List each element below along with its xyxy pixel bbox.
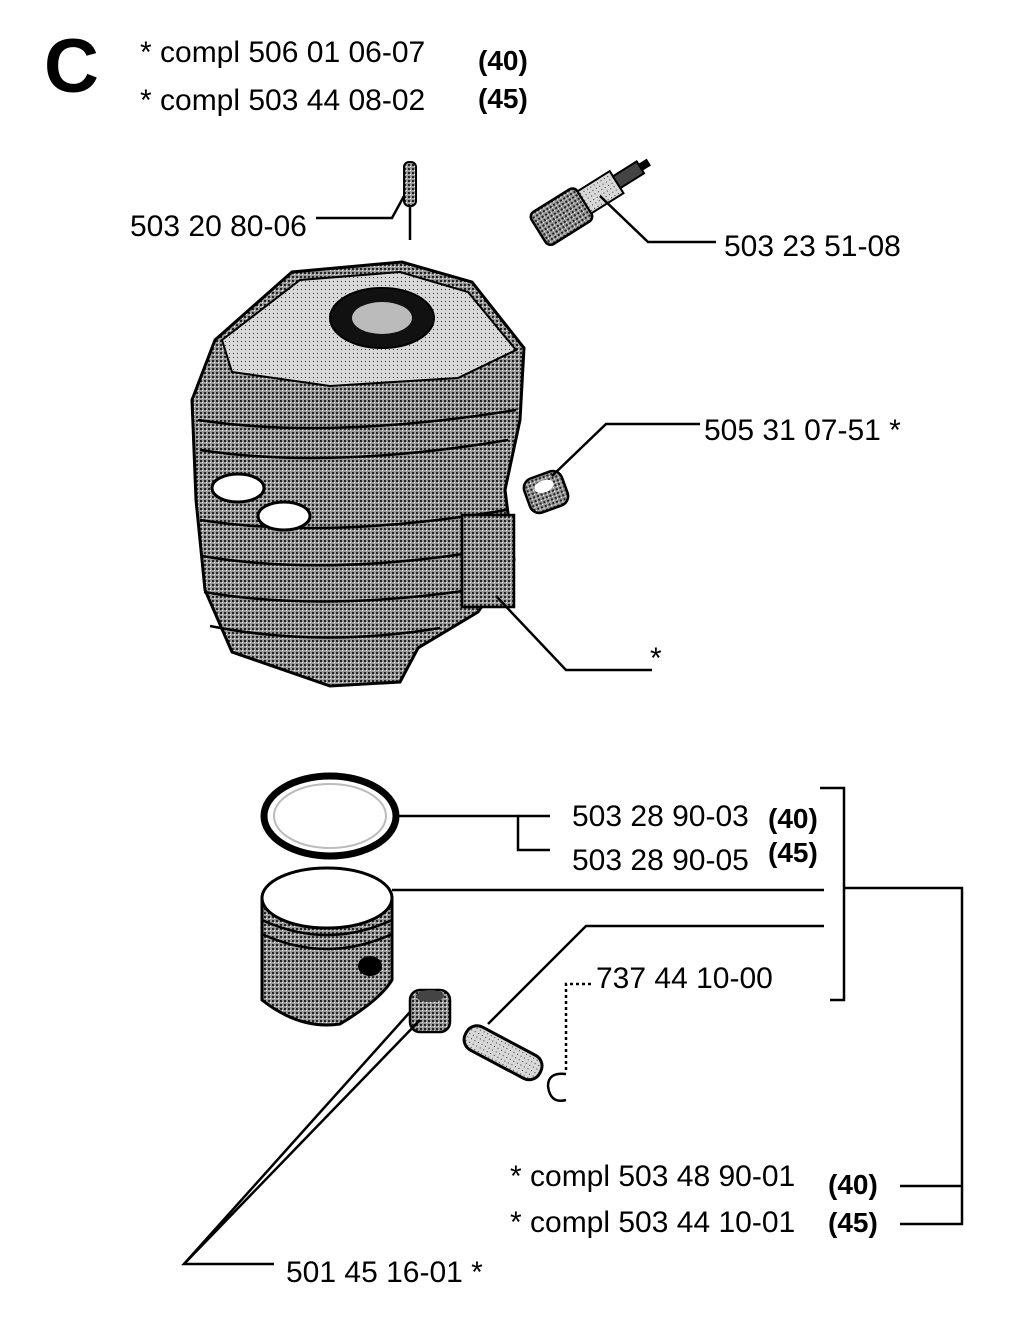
header-kit-40-label: * compl 506 01 06-07 xyxy=(140,36,425,69)
ring-variant-45: (45) xyxy=(768,837,818,868)
spark-plug-part xyxy=(529,158,716,247)
circlip-part-number: 737 44 10-00 xyxy=(596,962,773,995)
gudgeon-pin xyxy=(462,924,824,1082)
ring-leader xyxy=(396,814,550,852)
ring-part-40: 503 28 90-03 xyxy=(572,800,749,833)
ring-part-45: 503 28 90-05 xyxy=(572,844,749,877)
gasket-leader xyxy=(495,595,652,672)
bearing-leader xyxy=(181,1019,421,1266)
piston-kit-45-label: * compl 503 44 10-01 xyxy=(510,1206,795,1239)
cylinder-pin-part xyxy=(316,161,417,240)
piston-bracket xyxy=(820,786,846,1002)
ring-variant-40: (40) xyxy=(768,803,818,834)
circlip xyxy=(546,982,594,1102)
kit-bracket xyxy=(844,886,964,1226)
piston-kit-45-variant: (45) xyxy=(828,1207,878,1238)
bearing-part-number: 501 45 16-01 * xyxy=(286,1256,483,1289)
header-kit-45-variant: (45) xyxy=(478,83,528,114)
cylinder-body xyxy=(190,260,526,688)
header-kit-40-variant: (40) xyxy=(478,45,528,76)
header-kit-45-label: * compl 503 44 08-02 xyxy=(140,84,425,117)
cylinder-plug-part xyxy=(522,422,700,515)
piston-kit-40-label: * compl 503 48 90-01 xyxy=(510,1160,795,1193)
section-letter: C xyxy=(44,24,99,109)
spark-plug-part-number: 503 23 51-08 xyxy=(724,230,901,263)
plug-part-number: 505 31 07-51 * xyxy=(704,414,901,447)
piston xyxy=(260,866,394,1027)
gasket-part-marker: * xyxy=(650,642,662,675)
piston-kit-40-variant: (40) xyxy=(828,1169,878,1200)
piston-ring xyxy=(260,772,400,860)
pin-part-number: 503 20 80-06 xyxy=(130,210,307,243)
